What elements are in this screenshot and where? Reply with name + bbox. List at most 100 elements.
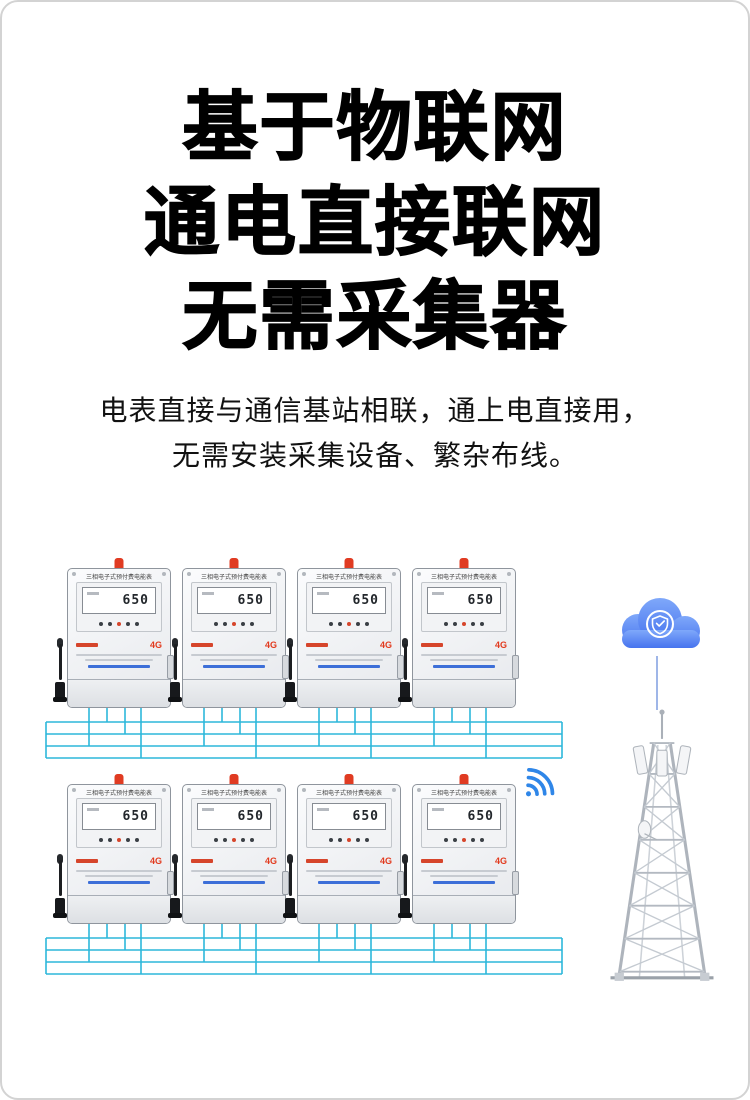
meter-lcd: 650 (427, 587, 501, 614)
meter-text-bar (306, 870, 392, 872)
cloud-shield-icon (622, 598, 700, 648)
meter-display-panel: 650 (421, 582, 507, 632)
external-antenna-icon (53, 638, 67, 704)
meter-lcd: 650 (82, 803, 156, 830)
meter-display-panel: 650 (76, 582, 162, 632)
meter-text-bar (191, 870, 277, 872)
meter-terminal-cover (413, 895, 515, 923)
external-antenna-icon (168, 638, 182, 704)
meter-text-bar (84, 875, 154, 877)
meter-terminal-cover (298, 895, 400, 923)
meter-terminal-cover (183, 895, 285, 923)
meter-title: 三相电子式预付费电能表 (430, 791, 497, 797)
meter-antenna-nub-icon (344, 774, 354, 788)
meter-screw (277, 788, 281, 792)
meter-side-handle (512, 655, 519, 679)
external-antenna-icon (398, 638, 412, 704)
subtitle-line-2: 无需安装采集设备、繁杂布线。 (171, 440, 578, 472)
meter-antenna-nub-icon (344, 558, 354, 572)
meter-4g-badge: 4G (264, 640, 277, 650)
meter-screw (302, 572, 306, 576)
meter-body: 三相电子式预付费电能表 650 4G (182, 784, 289, 924)
meter-label-area: 4G (76, 855, 162, 899)
meter-label-area: 4G (191, 639, 277, 683)
headline-line-2: 通电直接联网 (143, 179, 606, 264)
meter-4g-badge: 4G (379, 640, 392, 650)
meter-title: 三相电子式预付费电能表 (315, 791, 382, 797)
meter-antenna-nub-icon (114, 558, 124, 572)
meter-terminal-cover (413, 679, 515, 707)
meter-text-bar (76, 654, 162, 656)
meter-display-value: 650 (467, 809, 494, 824)
meter-screw (417, 572, 421, 576)
meter-screw (187, 788, 191, 792)
wifi-signal-icon (525, 767, 555, 797)
meter-body: 三相电子式预付费电能表 650 4G (67, 784, 174, 924)
meter-indicator-buttons (192, 622, 276, 626)
meter-screw (162, 788, 166, 792)
meter-antenna-nub-icon (229, 558, 239, 572)
meter-label-area: 4G (421, 639, 507, 683)
meter-display-value: 650 (237, 809, 264, 824)
meter-body: 三相电子式预付费电能表 650 4G (297, 568, 404, 708)
meter-text-bar (84, 659, 154, 661)
meter-brand-mark (421, 859, 443, 863)
smart-meter: 三相电子式预付费电能表 650 4G (283, 558, 404, 708)
meter-display-panel: 650 (76, 798, 162, 848)
meter-text-bar (421, 870, 507, 872)
meter-4g-badge: 4G (379, 856, 392, 866)
meter-screw (392, 788, 396, 792)
meter-brand-mark (306, 643, 328, 647)
meter-company-bar (318, 881, 380, 884)
meter-company-bar (318, 665, 380, 668)
meter-lcd: 650 (312, 803, 386, 830)
meter-side-handle (512, 871, 519, 895)
external-antenna-icon (53, 854, 67, 920)
meter-screw (277, 572, 281, 576)
meter-row-top: 三相电子式预付费电能表 650 4G (53, 558, 519, 708)
meter-indicator-buttons (77, 838, 161, 842)
subtitle-line-1: 电表直接与通信基站相联，通上电直接用， (99, 394, 651, 426)
external-antenna-icon (398, 854, 412, 920)
meter-lcd: 650 (197, 587, 271, 614)
meter-antenna-nub-icon (114, 774, 124, 788)
meter-brand-mark (191, 859, 213, 863)
meter-label-area: 4G (306, 855, 392, 899)
meter-4g-badge: 4G (494, 856, 507, 866)
meter-display-panel: 650 (306, 582, 392, 632)
meter-text-bar (191, 654, 277, 656)
meter-display-value: 650 (352, 593, 379, 608)
smart-meter: 三相电子式预付费电能表 650 4G (53, 558, 174, 708)
meter-display-value: 650 (122, 809, 149, 824)
meter-lcd: 650 (312, 587, 386, 614)
meter-text-bar (429, 659, 499, 661)
meter-lcd: 650 (197, 803, 271, 830)
smart-meter: 三相电子式预付费电能表 650 4G (398, 774, 519, 924)
connectivity-diagram: 三相电子式预付费电能表 650 4G (2, 542, 748, 1098)
meter-4g-badge: 4G (149, 640, 162, 650)
meter-body: 三相电子式预付费电能表 650 4G (412, 568, 519, 708)
meter-brand-mark (306, 859, 328, 863)
meter-indicator-buttons (77, 622, 161, 626)
meter-indicator-buttons (422, 838, 506, 842)
meter-4g-badge: 4G (149, 856, 162, 866)
meter-4g-badge: 4G (264, 856, 277, 866)
subtitle: 电表直接与通信基站相联，通上电直接用， 无需安装采集设备、繁杂布线。 (2, 388, 748, 480)
meter-brand-mark (421, 643, 443, 647)
meter-text-bar (314, 875, 384, 877)
smart-meter: 三相电子式预付费电能表 650 4G (398, 558, 519, 708)
meter-display-panel: 650 (306, 798, 392, 848)
meter-indicator-buttons (307, 838, 391, 842)
meter-screw (162, 572, 166, 576)
meter-label-area: 4G (191, 855, 277, 899)
meter-title: 三相电子式预付费电能表 (200, 791, 267, 797)
meter-4g-badge: 4G (494, 640, 507, 650)
headline-line-1: 基于物联网 (182, 84, 568, 169)
external-antenna-icon (168, 854, 182, 920)
meter-text-bar (306, 654, 392, 656)
meter-terminal-cover (298, 679, 400, 707)
headline-line-3: 无需采集器 (182, 273, 568, 358)
meter-title: 三相电子式预付费电能表 (85, 575, 152, 581)
meter-title: 三相电子式预付费电能表 (315, 575, 382, 581)
